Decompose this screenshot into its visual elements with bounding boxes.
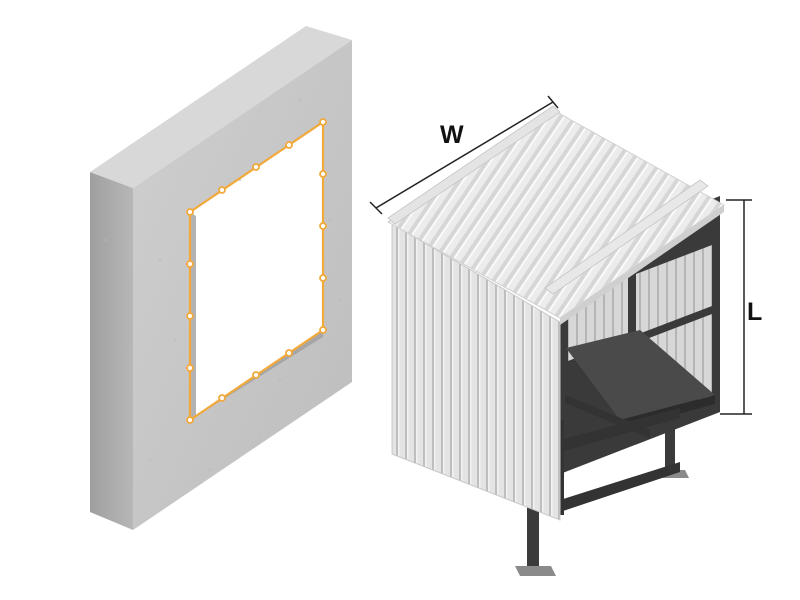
anchor-bolt xyxy=(319,118,327,126)
length-dimension xyxy=(720,199,752,415)
roof-middle-trim xyxy=(544,179,709,295)
width-extension-end xyxy=(547,95,559,109)
anchor-bolt xyxy=(319,222,327,230)
roof-ridge-trim xyxy=(387,105,561,225)
width-label: W xyxy=(440,121,464,149)
anchor-bolts xyxy=(186,118,327,424)
width-dimension-line xyxy=(375,101,554,209)
wall-side-face xyxy=(90,172,133,530)
anchor-bolt xyxy=(252,371,260,379)
frame-beam xyxy=(560,408,680,452)
roof-front-edge xyxy=(560,205,724,325)
anchor-bolt xyxy=(186,364,194,372)
frame-beam xyxy=(565,395,650,438)
front-leg xyxy=(527,500,539,566)
side-cladding-shade xyxy=(392,224,560,520)
anchor-bolt xyxy=(285,349,293,357)
anchor-bolt xyxy=(319,170,327,178)
concrete-wall-opening xyxy=(90,26,352,530)
anchor-bolt xyxy=(186,208,194,216)
anchor-bolt xyxy=(186,260,194,268)
front-base-plate xyxy=(515,566,556,576)
back-panel-upper-right xyxy=(636,245,712,335)
anchor-bolt xyxy=(319,274,327,282)
rear-leg xyxy=(665,420,675,470)
concrete-texture xyxy=(103,98,342,472)
width-extension-start xyxy=(369,201,383,215)
floor-deck xyxy=(566,330,715,420)
wall-top-face xyxy=(90,26,352,188)
anchor-bolt xyxy=(218,394,226,402)
anchor-bolt xyxy=(285,141,293,149)
wall-front-face xyxy=(133,40,352,530)
anchor-bolt xyxy=(218,186,226,194)
cladded-canopy-module xyxy=(387,105,725,576)
anchor-bolt xyxy=(186,416,194,424)
anchor-bolt xyxy=(186,312,194,320)
width-dimension xyxy=(369,95,559,215)
anchor-bolt xyxy=(252,163,260,171)
length-label: L xyxy=(747,298,762,326)
anchor-bolt xyxy=(319,326,327,334)
frame-beam xyxy=(560,462,680,512)
side-cladding xyxy=(391,223,561,521)
